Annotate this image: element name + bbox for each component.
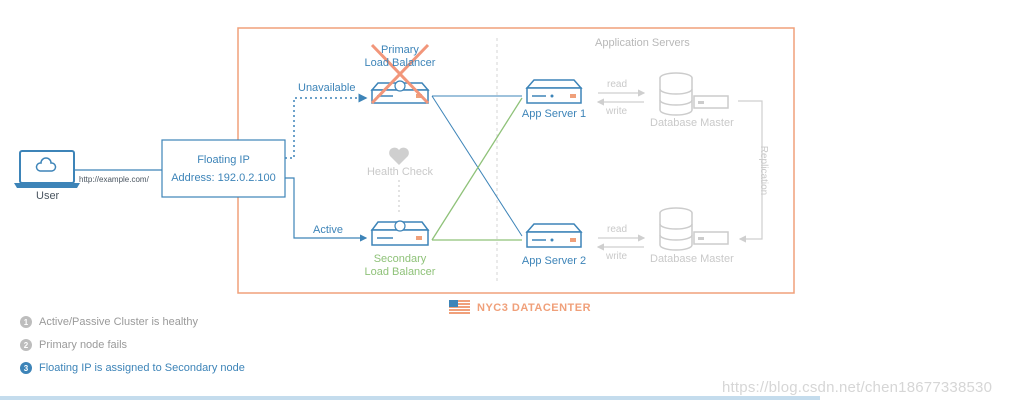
app-server-2-label: App Server 2	[521, 255, 587, 267]
secondary-lb-label: Secondary	[373, 253, 427, 265]
replication-label: Replication	[758, 145, 770, 196]
replication-link	[738, 100, 763, 243]
datacenter-label: NYC3 DATACENTER	[477, 302, 592, 314]
unavailable-route	[285, 93, 368, 159]
app-servers-title: Application Servers	[595, 37, 690, 49]
primary-lb-sublabel: Load Balancer	[364, 57, 436, 69]
app-server-1-label: App Server 1	[521, 108, 587, 120]
step-text: Floating IP is assigned to Secondary nod…	[39, 362, 245, 374]
app-server-1-device	[525, 79, 583, 104]
db-master-2-label: Database Master	[650, 253, 734, 265]
failure-cross-icon	[370, 43, 430, 105]
active-label: Active	[313, 224, 343, 236]
step-number: 2	[20, 339, 32, 351]
watermark: https://blog.csdn.net/chen18677338530	[722, 379, 993, 396]
primary-lb-label: Primary	[381, 44, 419, 56]
read-label-1: read	[607, 79, 628, 90]
unavailable-label: Unavailable	[298, 82, 356, 94]
secondary-to-app1-link	[431, 97, 523, 241]
active-route	[285, 177, 368, 242]
db-master-1-label: Database Master	[650, 117, 734, 129]
floating-ip-box	[161, 139, 286, 198]
step-text: Active/Passive Cluster is healthy	[39, 316, 198, 328]
floating-ip-title: Floating IP	[197, 154, 250, 166]
step-number: 3	[20, 362, 32, 374]
secondary-lb-device	[370, 220, 430, 246]
floating-ip-address: Address: 192.0.2.100	[171, 172, 276, 184]
url-label: http://example.com/	[79, 175, 149, 184]
database-icon	[659, 72, 729, 116]
write-label-1: write	[606, 106, 628, 117]
app-server-2-device	[525, 223, 583, 248]
write-label-2: write	[606, 251, 628, 262]
step-1: 1 Active/Passive Cluster is healthy	[20, 314, 245, 330]
step-text: Primary node fails	[39, 339, 128, 351]
secondary-lb-sublabel: Load Balancer	[364, 266, 436, 278]
primary-lb-device	[370, 80, 430, 104]
step-number: 1	[20, 316, 32, 328]
laptop-icon	[14, 150, 80, 188]
read-label-2: read	[607, 224, 628, 235]
primary-to-app2-link	[431, 95, 523, 237]
bottom-bar	[0, 396, 820, 400]
steps-legend: 1 Active/Passive Cluster is healthy 2 Pr…	[20, 314, 245, 383]
heart-icon	[389, 147, 409, 165]
database-icon	[659, 207, 729, 251]
user-label: User	[36, 190, 60, 202]
step-2: 2 Primary node fails	[20, 337, 245, 353]
health-check-label: Health Check	[366, 166, 434, 178]
step-3: 3 Floating IP is assigned to Secondary n…	[20, 360, 245, 376]
us-flag-icon	[449, 300, 470, 314]
